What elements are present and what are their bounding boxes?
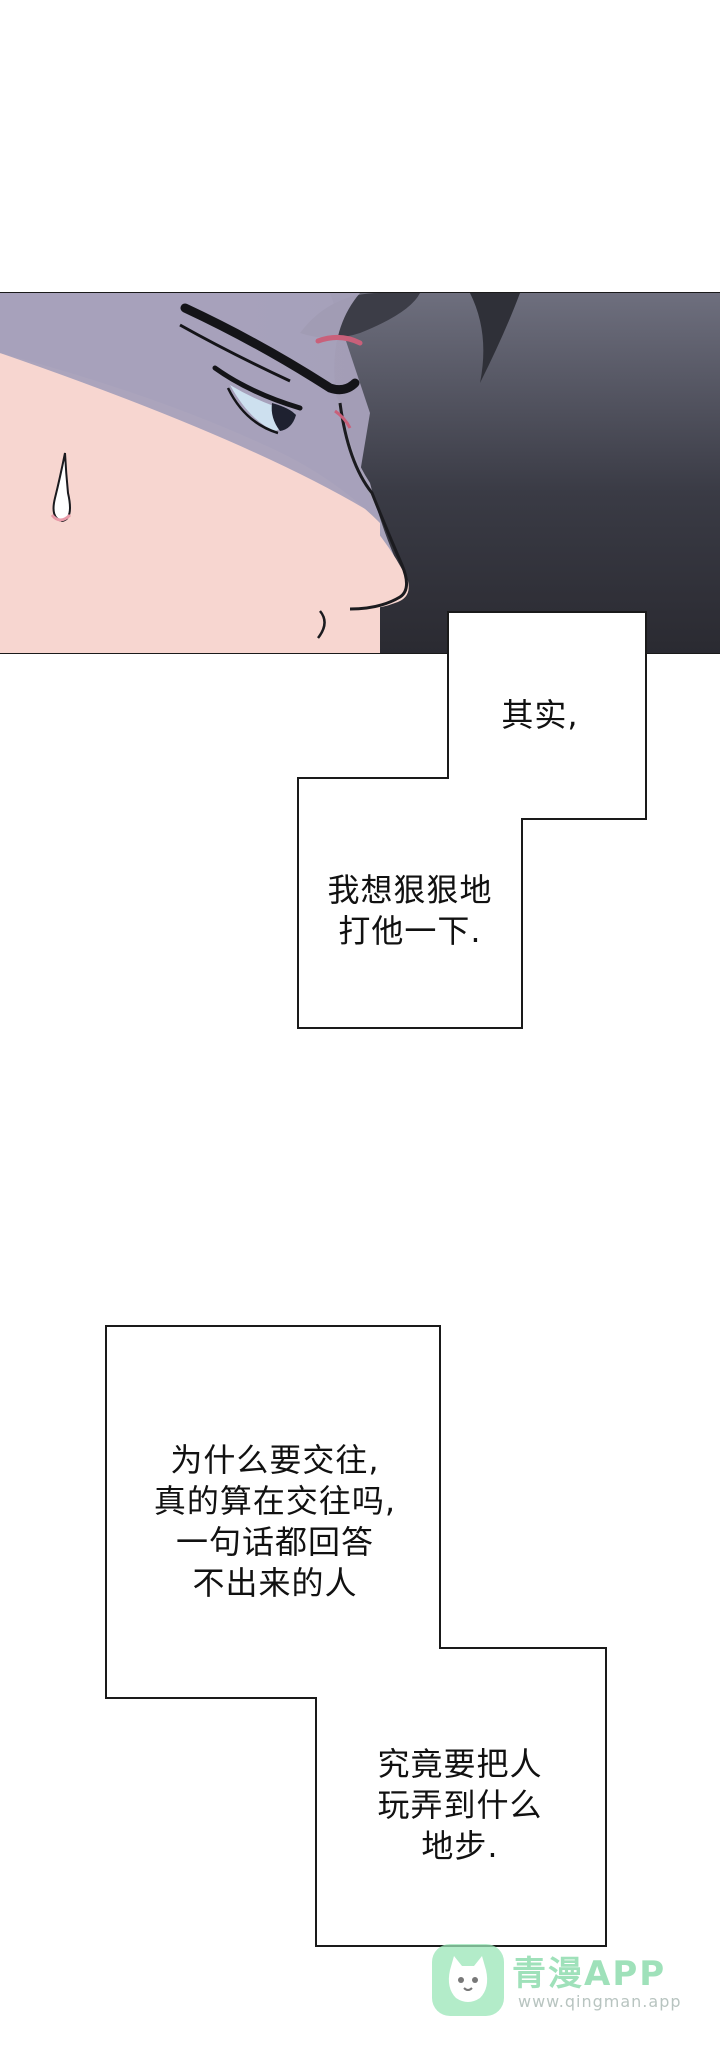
caption-group-top-outline [297, 611, 647, 1029]
caption-box-3-text: 为什么要交往, 真的算在交往吗, 一句话都回答 不出来的人 [153, 1441, 397, 1602]
face-illustration [0, 293, 720, 653]
watermark: 青漫APP www.qingman.app [428, 1940, 681, 2020]
caption-box-2-text: 我想狠狠地 打他一下. [327, 871, 493, 950]
caption-group-top [296, 611, 648, 1030]
watermark-title: 青漫APP [512, 1954, 667, 1994]
caption-box-1-text: 其实, [501, 696, 579, 734]
caption-group-bottom-outline [105, 1325, 607, 1947]
caption-box-4-text: 究竟要把人 玩弄到什么 地步. [377, 1745, 543, 1865]
manga-panel-face [0, 292, 720, 654]
watermark-url: www.qingman.app [518, 1992, 682, 2011]
cat-logo-icon [432, 1944, 504, 2016]
caption-group-bottom [104, 1324, 608, 1948]
